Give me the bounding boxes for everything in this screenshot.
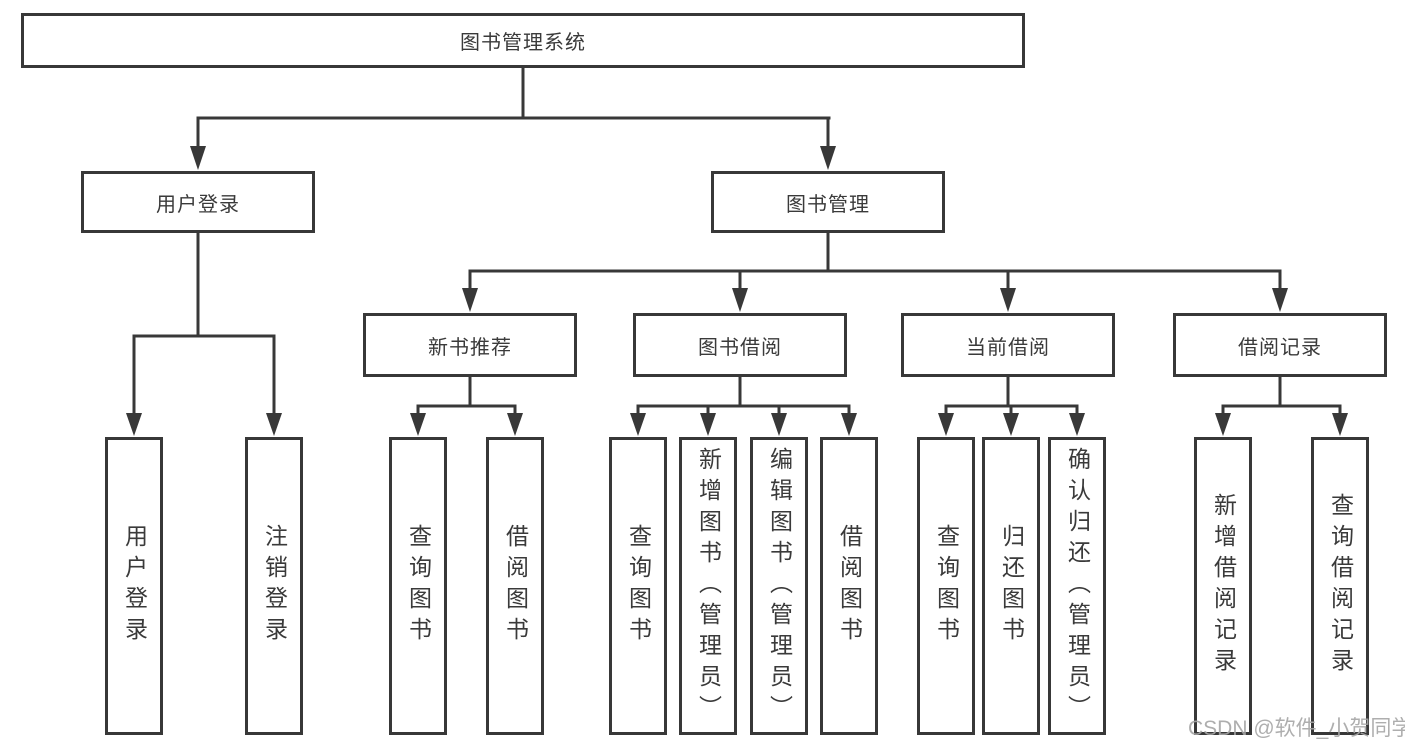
node-book-management: 图书管理 — [711, 171, 945, 233]
node-user-login-label: 用户登录 — [156, 193, 240, 216]
leaf-newbook-query-label: 查询图书 — [405, 524, 432, 648]
leaf-borrow-edit-admin: 编辑图书（管理员） — [750, 437, 808, 735]
leaf-user-login-label: 用户登录 — [121, 524, 148, 648]
leaf-borrow-book: 借阅图书 — [820, 437, 878, 735]
node-root-label: 图书管理系统 — [460, 32, 586, 54]
leaf-logout: 注销登录 — [245, 437, 303, 735]
node-current-borrow-label: 当前借阅 — [966, 336, 1050, 359]
node-new-book-recommend-label: 新书推荐 — [428, 336, 512, 359]
leaf-record-query-label: 查询借阅记录 — [1327, 493, 1354, 679]
leaf-record-add: 新增借阅记录 — [1194, 437, 1252, 735]
leaf-borrow-add-admin-label: 新增图书（管理员） — [695, 446, 722, 726]
leaf-current-confirm-admin: 确认归还（管理员） — [1048, 437, 1106, 735]
node-user-login: 用户登录 — [81, 171, 315, 233]
leaf-borrow-query: 查询图书 — [609, 437, 667, 735]
node-root-system: 图书管理系统 — [21, 13, 1025, 68]
leaf-borrow-edit-admin-label: 编辑图书（管理员） — [766, 446, 793, 726]
leaf-current-confirm-admin-label: 确认归还（管理员） — [1064, 446, 1091, 726]
csdn-watermark: CSDN @软件_小贺同学 — [1188, 717, 1405, 740]
leaf-current-return: 归还图书 — [982, 437, 1040, 735]
node-new-book-recommend: 新书推荐 — [363, 313, 577, 377]
node-book-borrow-label: 图书借阅 — [698, 336, 782, 359]
leaf-current-return-label: 归还图书 — [998, 524, 1025, 648]
node-borrow-records-label: 借阅记录 — [1238, 336, 1322, 359]
leaf-borrow-query-label: 查询图书 — [625, 524, 652, 648]
leaf-newbook-query: 查询图书 — [389, 437, 447, 735]
leaf-newbook-borrow: 借阅图书 — [486, 437, 544, 735]
leaf-borrow-add-admin: 新增图书（管理员） — [679, 437, 737, 735]
leaf-borrow-book-label: 借阅图书 — [836, 524, 863, 648]
leaf-logout-label: 注销登录 — [261, 524, 288, 648]
leaf-user-login: 用户登录 — [105, 437, 163, 735]
node-book-borrow: 图书借阅 — [633, 313, 847, 377]
leaf-record-add-label: 新增借阅记录 — [1210, 493, 1237, 679]
node-book-management-label: 图书管理 — [786, 193, 870, 216]
node-current-borrow: 当前借阅 — [901, 313, 1115, 377]
leaf-current-query-label: 查询图书 — [933, 524, 960, 648]
leaf-current-query: 查询图书 — [917, 437, 975, 735]
leaf-newbook-borrow-label: 借阅图书 — [502, 524, 529, 648]
leaf-record-query: 查询借阅记录 — [1311, 437, 1369, 735]
node-borrow-records: 借阅记录 — [1173, 313, 1387, 377]
